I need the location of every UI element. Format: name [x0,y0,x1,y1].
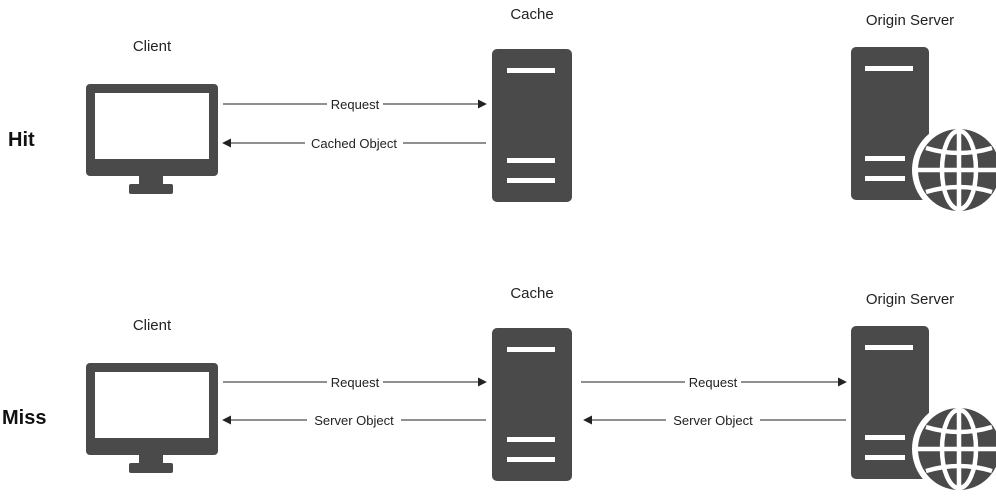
miss-origin-response-label: Server Object [673,413,753,428]
server-icon [492,328,572,481]
miss-row: Miss Client Cache Origin Server Request … [2,285,996,496]
hit-request-label: Request [331,97,380,112]
hit-row: Hit Client Cache Origin Server Request C… [8,6,996,217]
miss-cache-label: Cache [510,285,553,302]
monitor-icon [86,84,218,194]
hit-response-label: Cached Object [311,136,397,151]
miss-client-response-label: Server Object [314,413,394,428]
miss-row-label: Miss [2,407,46,429]
miss-client-label: Client [133,317,172,334]
miss-client-request-label: Request [331,375,380,390]
hit-cache-label: Cache [510,6,553,23]
hit-row-label: Hit [8,129,35,151]
miss-origin-request-label: Request [689,375,738,390]
miss-origin-label: Origin Server [866,291,954,308]
hit-client-label: Client [133,38,172,55]
monitor-icon [86,363,218,473]
web-server-icon [851,326,996,496]
web-server-icon [851,47,996,217]
server-icon [492,49,572,202]
hit-origin-label: Origin Server [866,12,954,29]
